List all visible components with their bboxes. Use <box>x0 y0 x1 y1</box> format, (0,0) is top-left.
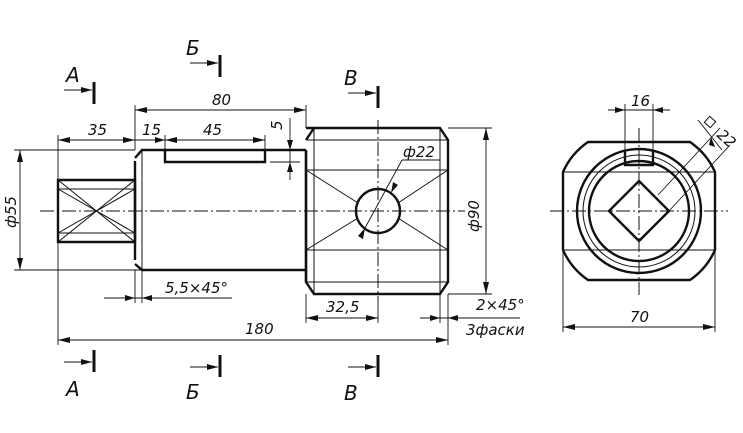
section-label-v-bottom: В <box>344 381 358 405</box>
section-label-b-top: Б <box>186 36 200 60</box>
shaft-side-view <box>40 120 465 300</box>
square-symbol <box>703 115 717 129</box>
dim-16: 16 <box>631 92 650 110</box>
dim-180: 180 <box>245 320 274 338</box>
dim-chamfer-2: 2×45° <box>476 296 525 314</box>
dim-35: 35 <box>88 121 107 139</box>
dim-diameter-90: ф90 <box>465 200 483 232</box>
section-label-v-top: В <box>344 66 358 90</box>
chamfer-note: 3фаски <box>466 321 525 339</box>
dim-diameter-22: ф22 <box>403 143 435 161</box>
dim-80: 80 <box>212 91 231 109</box>
dim-15: 15 <box>142 121 161 139</box>
section-label-a-top: А <box>64 63 80 87</box>
dim-chamfer-5-5: 5,5×45° <box>165 279 228 297</box>
section-markers: А Б В А Б В <box>64 36 380 405</box>
main-view-dimensions: 80 35 15 45 5 ф55 <box>2 91 525 345</box>
middle-cylinder <box>133 148 306 272</box>
dim-32-5: 32,5 <box>326 298 359 316</box>
section-label-b-bottom: Б <box>186 380 200 404</box>
dim-45: 45 <box>203 121 222 139</box>
end-view: 16 22 70 <box>550 92 740 332</box>
dim-70: 70 <box>630 308 649 326</box>
section-label-a-bottom: А <box>64 377 80 401</box>
dim-diameter-55: ф55 <box>2 196 20 228</box>
dim-5: 5 <box>268 120 286 130</box>
dim-square-22: 22 <box>713 126 739 152</box>
